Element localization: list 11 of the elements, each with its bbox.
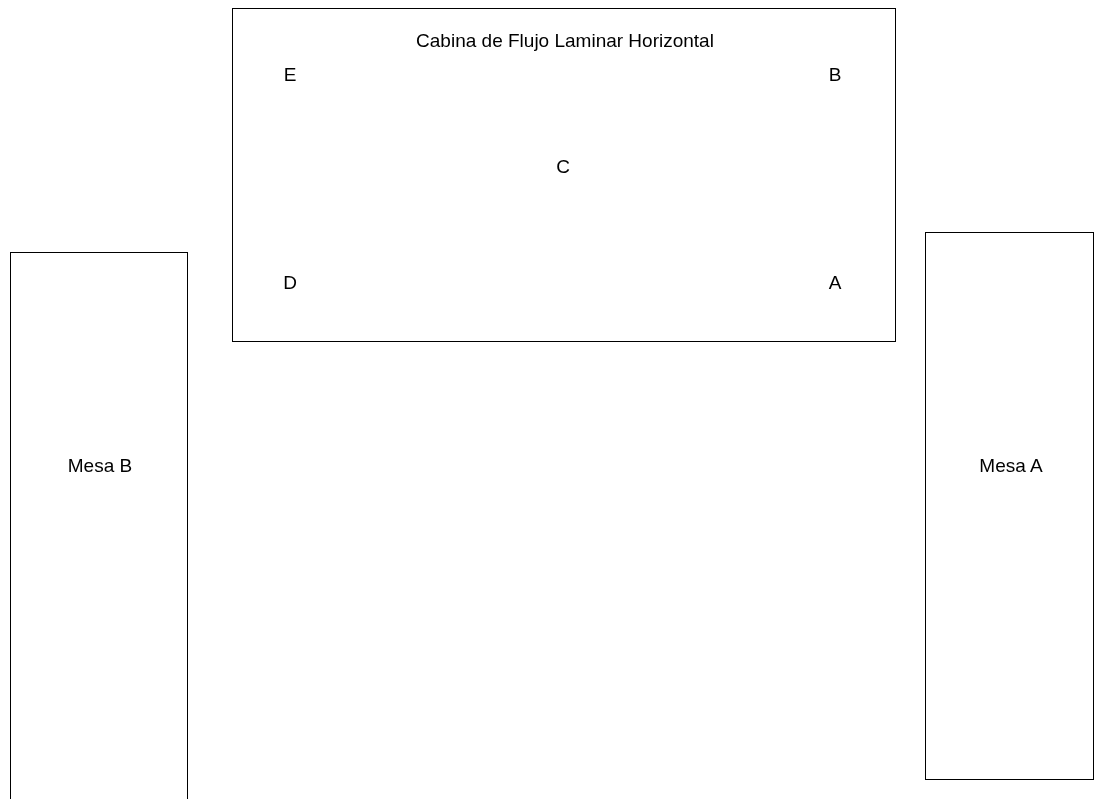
position-letter: B <box>828 64 842 86</box>
table-outline <box>925 232 1094 780</box>
cabinet-title: Cabina de Flujo Laminar Horizontal <box>416 30 714 52</box>
table-outline <box>10 252 188 799</box>
table-label: Mesa A <box>979 455 1043 477</box>
position-letter: A <box>828 272 842 294</box>
position-letter: D <box>283 272 297 294</box>
position-letter: C <box>556 156 570 178</box>
table-label: Mesa B <box>67 455 133 477</box>
cabinet-outline <box>232 8 896 342</box>
position-letter: E <box>283 64 297 86</box>
